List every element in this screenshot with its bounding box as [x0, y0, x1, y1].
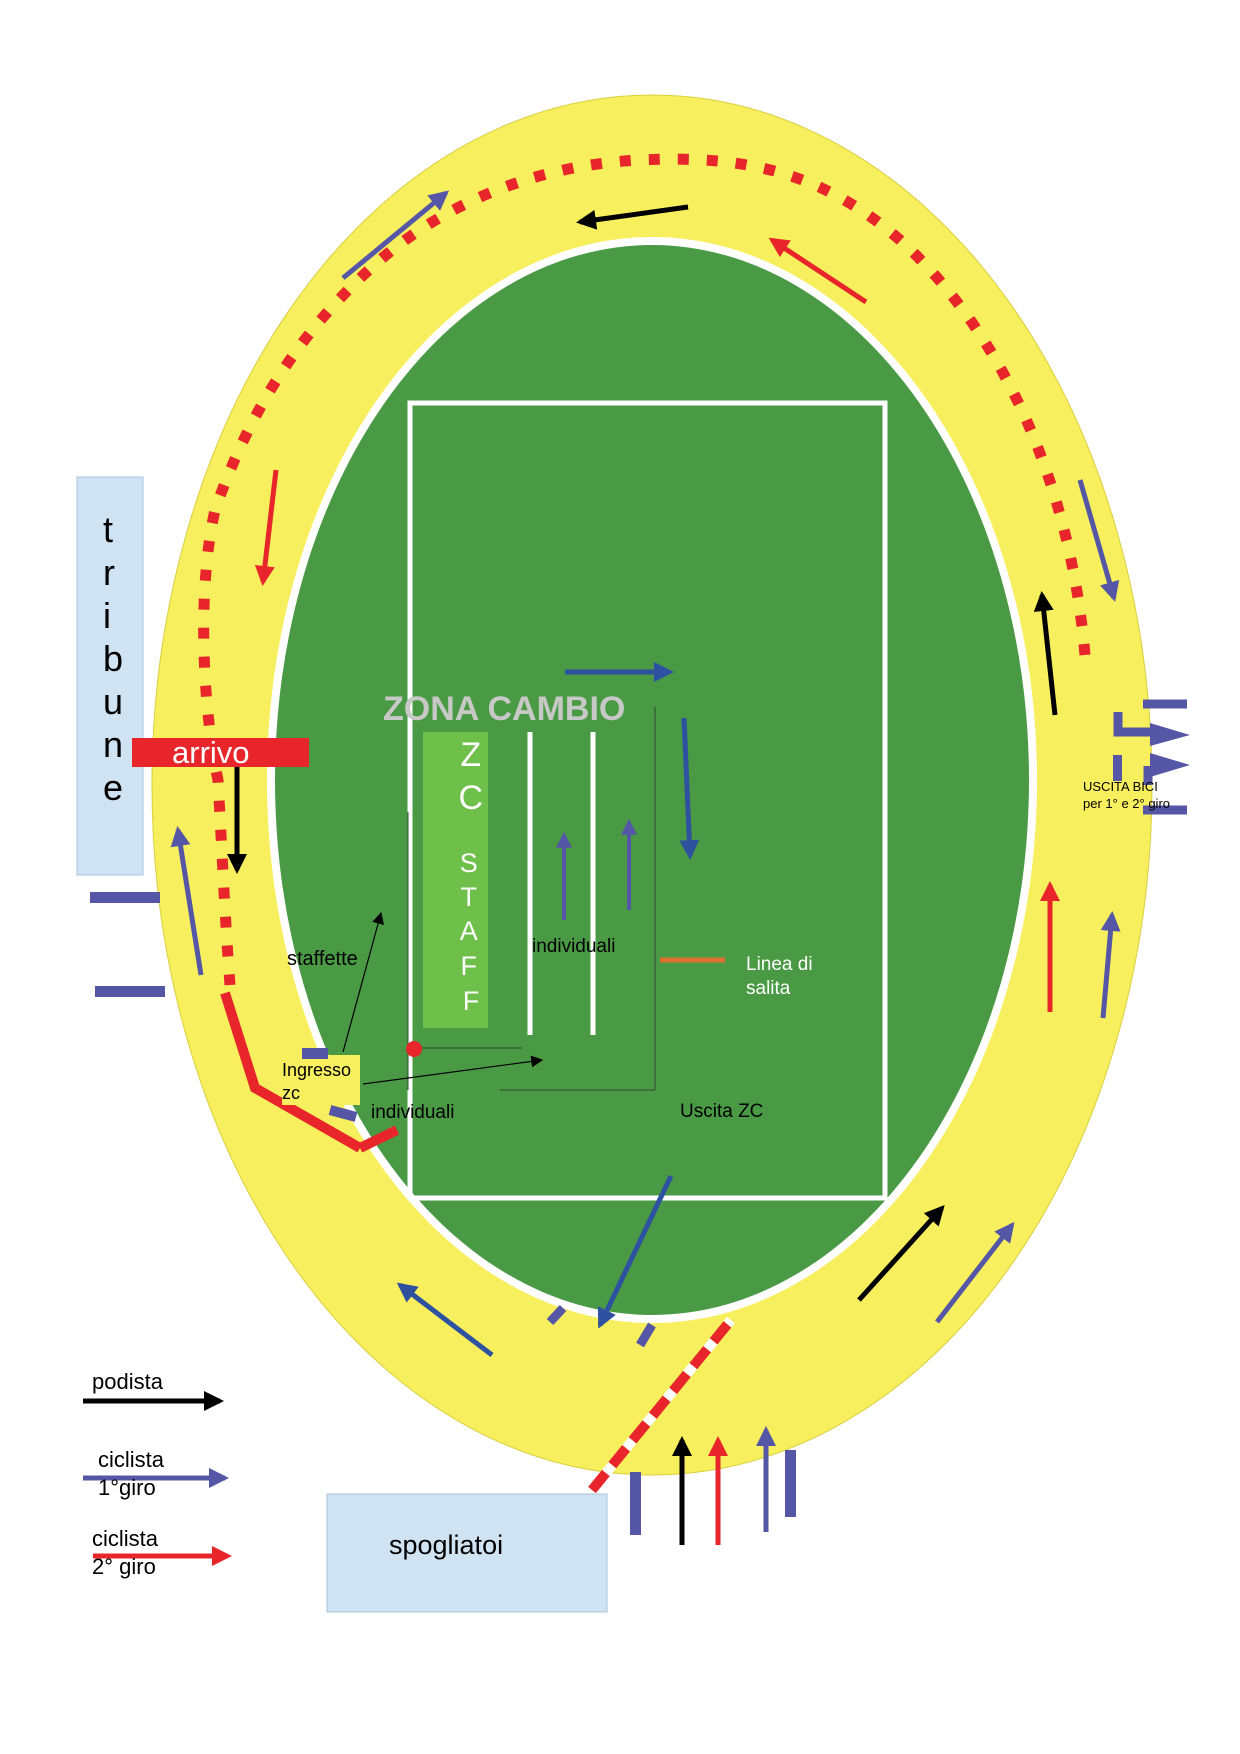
inner-mark-1: [546, 1304, 567, 1326]
blue-arrow-top-left: [341, 190, 450, 280]
staffette-label: staffette: [287, 948, 358, 970]
field-rectangle: [407, 400, 888, 1201]
finish-chute-line: [220, 991, 363, 1153]
spogliatoi-building: [326, 1493, 608, 1613]
blue-arrow-left-up: [170, 826, 204, 976]
uscita-arrow-2: [1150, 753, 1190, 777]
blue-arrow-right-down: [1077, 479, 1120, 602]
tribune-mark-2: [95, 986, 165, 997]
uscita-bar: [1113, 755, 1122, 781]
entry-bar-left: [630, 1472, 641, 1535]
red-dot: [406, 1041, 422, 1057]
legend-lap1-label: ciclista 1°giro: [98, 1447, 170, 1500]
uscita-arrow-1: [1150, 723, 1190, 746]
field-exit-arrow: [597, 1174, 674, 1329]
legend-lap2-label: ciclista 2° giro: [92, 1526, 164, 1579]
zc-staff-label: Z C S T A F F: [458, 736, 487, 1016]
spogliatoi-path-white: [588, 1316, 735, 1494]
ingresso-zc-box: [282, 1055, 360, 1105]
spogliatoi-label: spogliatoi: [389, 1530, 503, 1560]
inner-mark-2: [636, 1322, 656, 1348]
legend-podista-label: podista: [92, 1369, 164, 1394]
blue-arrow-bottom-right: [935, 1221, 1015, 1324]
ingresso-zc-mark: [302, 1048, 328, 1059]
spogliatoi-path-red: [588, 1316, 735, 1494]
arrivo-bar: [132, 738, 309, 767]
uscita-zc-label: Uscita ZC: [680, 1101, 763, 1122]
red-arrow-left-down: [254, 469, 279, 586]
arrivo-label: arrivo: [172, 735, 250, 770]
ingresso-zc-mark-2: [328, 1105, 358, 1122]
linea-di-salita-label: Linea di salita: [746, 954, 818, 999]
uscita-bici-label: USCITA BICI per 1° e 2° giro: [1083, 779, 1170, 811]
individuali-thin-arrow: [362, 1055, 544, 1085]
entry-bar-right: [785, 1450, 796, 1517]
tribune-label: t r i b u n e: [103, 509, 133, 808]
tribune-mark-1: [90, 892, 160, 903]
zc-staff-zone: [423, 732, 488, 1028]
tribune-building: [76, 476, 144, 876]
blue-arrow-right-up: [1100, 911, 1121, 1019]
uscita-bici-exits: [1113, 699, 1187, 815]
individuali-bottom-label: individuali: [371, 1102, 454, 1123]
staffette-thin-arrow: [342, 911, 384, 1053]
blue-arrow-bottom-left: [396, 1282, 494, 1357]
individuali-top-label: individuali: [532, 936, 615, 957]
zone-down-arrow: [679, 717, 700, 860]
ingresso-zc-label: Ingresso zc: [282, 1060, 356, 1103]
black-arrow-bottom-right: [857, 1205, 945, 1302]
red-arrow-top-right: [768, 237, 868, 305]
black-arrow-top: [576, 204, 689, 230]
lap2-dotted-path: [198, 153, 1091, 986]
finish-chute-line-end: [357, 1125, 400, 1153]
black-arrow-right-up: [1033, 591, 1058, 716]
zona-cambio-label: ZONA CAMBIO: [383, 690, 625, 728]
